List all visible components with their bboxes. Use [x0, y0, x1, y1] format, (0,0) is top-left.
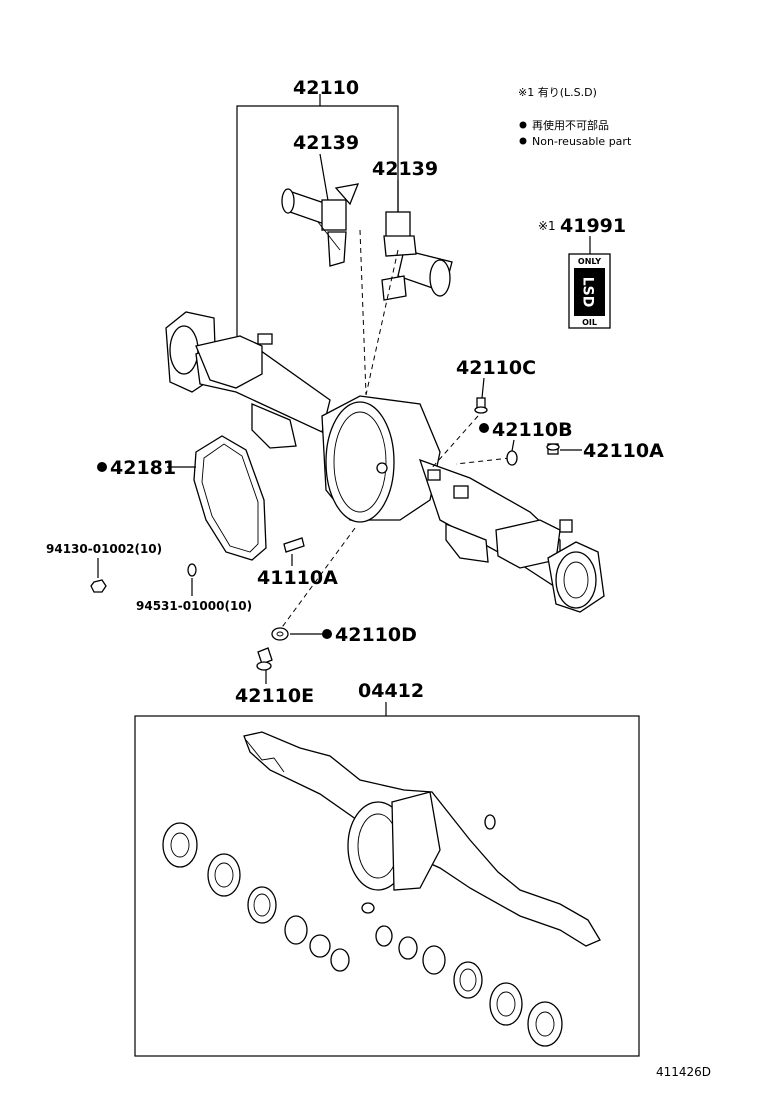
part-42181-gasket[interactable] — [193, 435, 267, 561]
part-42110D-gasket[interactable] — [271, 627, 289, 641]
part-41991-lsd-oil-label[interactable]: ONLY LSD OIL — [568, 253, 611, 329]
nonreusable-bullet-icon — [322, 629, 332, 639]
label-42110E[interactable]: 42110E — [235, 685, 314, 707]
assembly-line-42110D — [279, 527, 356, 631]
legend-nonreusable-en: Non-reusable part — [532, 135, 632, 148]
assembly-line-42110C — [429, 415, 479, 471]
kit-04412-box — [134, 715, 640, 1057]
label-41991-mark: ※1 — [538, 219, 556, 233]
part-41110A-stud[interactable] — [283, 537, 305, 553]
diagram-code: 411426D — [656, 1065, 711, 1079]
leader-42110C — [481, 377, 485, 399]
lsd-label-main-text: LSD — [580, 277, 596, 308]
lsd-label-top-text: ONLY — [578, 257, 601, 266]
axle-housing[interactable] — [165, 311, 605, 613]
legend-nonreusable-jp: 再使用不可部品 — [532, 118, 609, 132]
label-41991[interactable]: 41991 — [560, 215, 626, 237]
legend-lsd-note: ※1 有り(L.S.D) — [518, 85, 597, 99]
part-94531-washer[interactable] — [187, 563, 197, 577]
lsd-label-bottom-text: OIL — [582, 318, 597, 327]
nonreusable-bullet-icon — [519, 137, 527, 145]
kit-bearings-seals[interactable] — [162, 822, 563, 1047]
assembly-line-shaft-right — [365, 249, 399, 396]
label-42139-left[interactable]: 42139 — [293, 132, 359, 154]
assembly-line-42110B — [455, 457, 511, 465]
label-42181[interactable]: 42181 — [110, 457, 176, 479]
kit-axle-housing[interactable] — [243, 731, 601, 947]
label-42139-right[interactable]: 42139 — [372, 158, 438, 180]
part-42110A-plug[interactable] — [546, 443, 560, 455]
label-94130[interactable]: 94130-01002(10) — [46, 542, 162, 556]
label-42110[interactable]: 42110 — [293, 77, 359, 99]
leader-42110B — [511, 439, 515, 452]
label-42110A[interactable]: 42110A — [583, 440, 664, 462]
part-42110C-plug[interactable] — [474, 397, 488, 414]
axle-shaft-left[interactable] — [281, 183, 360, 267]
label-42110D[interactable]: 42110D — [335, 624, 417, 646]
assembly-line-shaft-left — [359, 229, 367, 396]
part-94130-nut[interactable] — [90, 579, 107, 593]
label-41110A[interactable]: 41110A — [257, 567, 338, 589]
label-94531[interactable]: 94531-01000(10) — [136, 599, 252, 613]
legend: ※1 有り(L.S.D) 再使用不可部品 Non-reusable part — [518, 85, 632, 148]
nonreusable-bullet-icon — [519, 121, 527, 129]
label-04412[interactable]: 04412 — [358, 680, 424, 702]
part-42110E-plug[interactable] — [256, 647, 273, 671]
label-42110B[interactable]: 42110B — [492, 419, 573, 441]
nonreusable-bullet-icon — [97, 462, 107, 472]
nonreusable-bullet-icon — [479, 423, 489, 433]
label-42110C[interactable]: 42110C — [456, 357, 536, 379]
part-42110B-gasket[interactable] — [506, 450, 518, 466]
axle-shaft-right[interactable] — [381, 211, 453, 301]
leader-42110 — [236, 105, 399, 342]
